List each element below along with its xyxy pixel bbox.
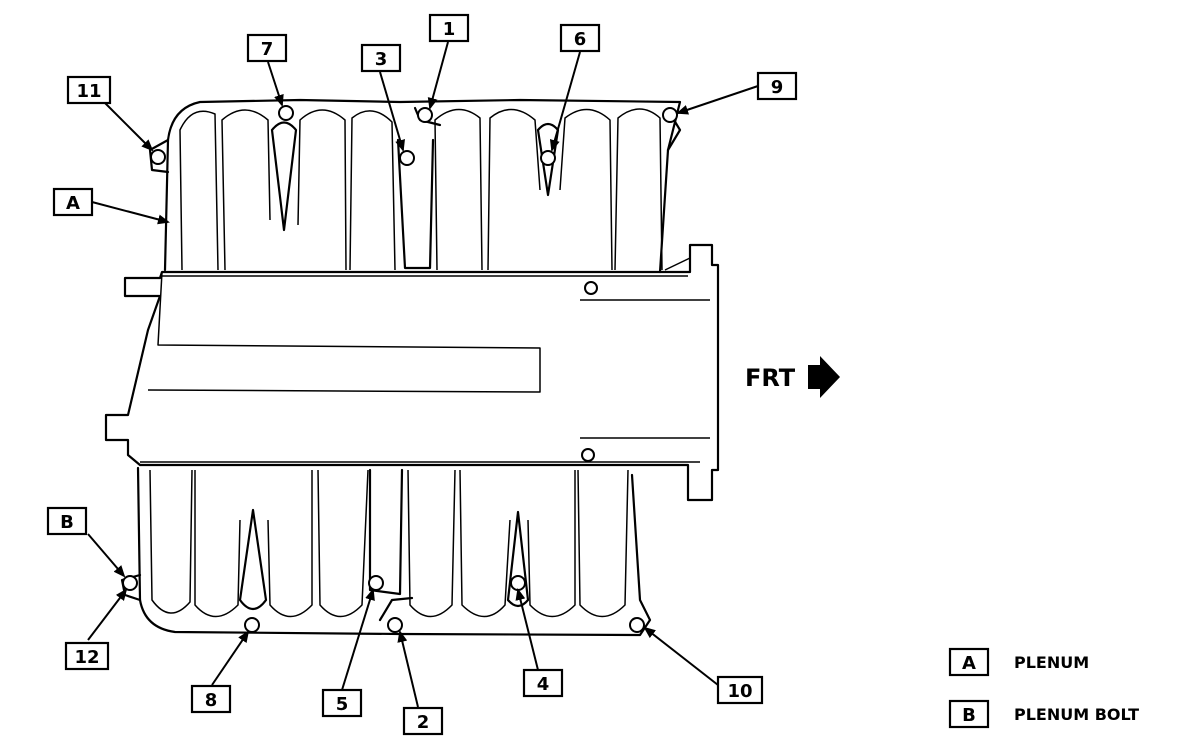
- callout-12: 12: [64, 641, 110, 671]
- callout-4: 4: [522, 668, 564, 698]
- legend-item-plenum: A PLENUM: [948, 647, 1089, 677]
- front-direction-label: FRT: [745, 364, 796, 392]
- bolt-4: [510, 575, 526, 591]
- callout-4-label: 4: [537, 674, 550, 695]
- callout-3-label: 3: [375, 49, 388, 70]
- callout-a: A: [52, 187, 94, 217]
- leader-lines: [87, 41, 759, 708]
- arrow-right-icon: [808, 356, 840, 398]
- callout-5-label: 5: [336, 694, 349, 715]
- bolt-6: [540, 150, 556, 166]
- legend-key-a: A: [962, 653, 976, 674]
- callout-3: 3: [360, 43, 402, 73]
- bolt-3: [399, 150, 415, 166]
- legend-text-plenum: PLENUM: [1014, 653, 1089, 672]
- legend: A PLENUM B PLENUM BOLT: [948, 647, 1139, 729]
- callout-a-label: A: [66, 193, 80, 214]
- plenum-body: [104, 243, 720, 502]
- callout-7-label: 7: [261, 39, 274, 60]
- legend-text-plenum-bolt: PLENUM BOLT: [1014, 705, 1139, 724]
- callout-2-label: 2: [417, 712, 430, 733]
- bolt-11: [150, 149, 166, 165]
- legend-item-plenum-bolt: B PLENUM BOLT: [948, 699, 1139, 729]
- callout-b: B: [46, 506, 88, 536]
- bolt-8: [244, 617, 260, 633]
- callout-1: 1: [428, 13, 470, 43]
- bolt-9: [662, 107, 678, 123]
- callout-2: 2: [402, 706, 444, 736]
- legend-key-b: B: [962, 705, 976, 726]
- bolt-7: [278, 105, 294, 121]
- callout-10-label: 10: [727, 681, 752, 702]
- callout-6-label: 6: [574, 29, 587, 50]
- callout-9-label: 9: [771, 77, 784, 98]
- lower-runner-bank: [120, 466, 652, 637]
- callout-7: 7: [246, 33, 288, 63]
- callout-12-label: 12: [74, 647, 99, 668]
- bolt-10: [629, 617, 645, 633]
- callout-5: 5: [321, 688, 363, 718]
- callout-8: 8: [190, 684, 232, 714]
- callout-1-label: 1: [443, 19, 456, 40]
- bolt-locations: [122, 105, 678, 633]
- upper-runner-bank: [148, 98, 682, 274]
- callout-10: 10: [716, 675, 764, 705]
- callout-11-label: 11: [76, 81, 101, 102]
- callout-b-label: B: [60, 512, 74, 533]
- bolt-5: [368, 575, 384, 591]
- bolt-2: [387, 617, 403, 633]
- callout-11: 11: [66, 75, 112, 105]
- callout-9: 9: [756, 71, 798, 101]
- callout-8-label: 8: [205, 690, 218, 711]
- bolt-1: [417, 107, 433, 123]
- bolt-12: [122, 575, 138, 591]
- front-direction-indicator: FRT: [745, 356, 840, 398]
- callout-6: 6: [559, 23, 601, 53]
